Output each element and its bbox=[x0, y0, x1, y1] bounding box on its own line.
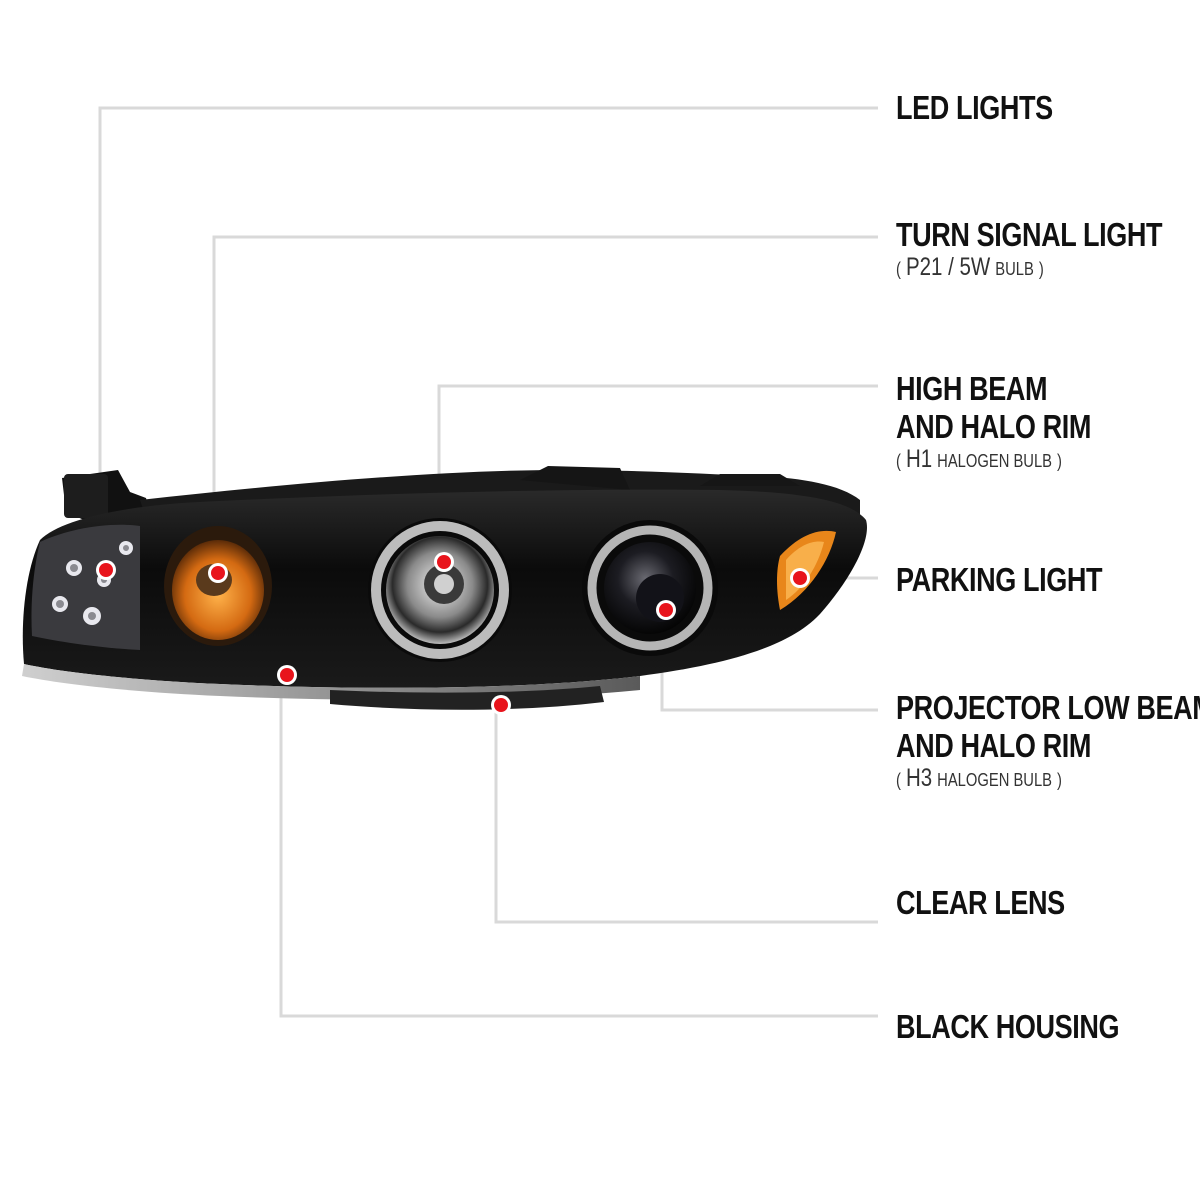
leader-turn bbox=[212, 235, 878, 573]
marker-turn bbox=[208, 563, 228, 583]
headlight-assembly bbox=[22, 466, 867, 710]
markers bbox=[96, 552, 810, 715]
callout-turn-signal-light: TURN SIGNAL LIGHT ( P21 / 5W BULB ) bbox=[896, 216, 1163, 282]
callout-led-lights: LED LIGHTS bbox=[896, 89, 1053, 127]
callout-title: PARKING LIGHT bbox=[896, 561, 1103, 598]
callout-bulb-spec: ( H1 HALOGEN BULB ) bbox=[896, 445, 1062, 473]
callout-clear-lens: CLEAR LENS bbox=[896, 884, 1065, 922]
callout-title-line2: AND HALO RIM bbox=[896, 408, 1092, 445]
leader-led bbox=[98, 106, 878, 570]
callout-title: HIGH BEAM bbox=[896, 370, 1048, 407]
callout-title: CLEAR LENS bbox=[896, 884, 1065, 921]
marker-clear bbox=[491, 695, 511, 715]
callout-bulb-spec: ( H3 HALOGEN BULB ) bbox=[896, 764, 1062, 792]
callout-title-line2: AND HALO RIM bbox=[896, 727, 1092, 764]
marker-low bbox=[656, 600, 676, 620]
callout-black-housing: BLACK HOUSING bbox=[896, 1008, 1120, 1046]
callout-title: PROJECTOR LOW BEAM bbox=[896, 689, 1200, 726]
callout-projector-low-beam: PROJECTOR LOW BEAM AND HALO RIM ( H3 HAL… bbox=[896, 689, 1200, 793]
marker-high bbox=[434, 552, 454, 572]
callout-title: TURN SIGNAL LIGHT bbox=[896, 216, 1163, 253]
leader-clear bbox=[494, 705, 878, 924]
callout-title: BLACK HOUSING bbox=[896, 1008, 1120, 1045]
callout-parking-light: PARKING LIGHT bbox=[896, 561, 1103, 599]
marker-black bbox=[277, 665, 297, 685]
leader-black bbox=[279, 675, 878, 1018]
callout-title: LED LIGHTS bbox=[896, 89, 1053, 126]
callout-high-beam: HIGH BEAM AND HALO RIM ( H1 HALOGEN BULB… bbox=[896, 370, 1091, 474]
marker-parking bbox=[790, 568, 810, 588]
marker-led bbox=[96, 560, 116, 580]
callout-bulb-spec: ( P21 / 5W BULB ) bbox=[896, 253, 1044, 281]
